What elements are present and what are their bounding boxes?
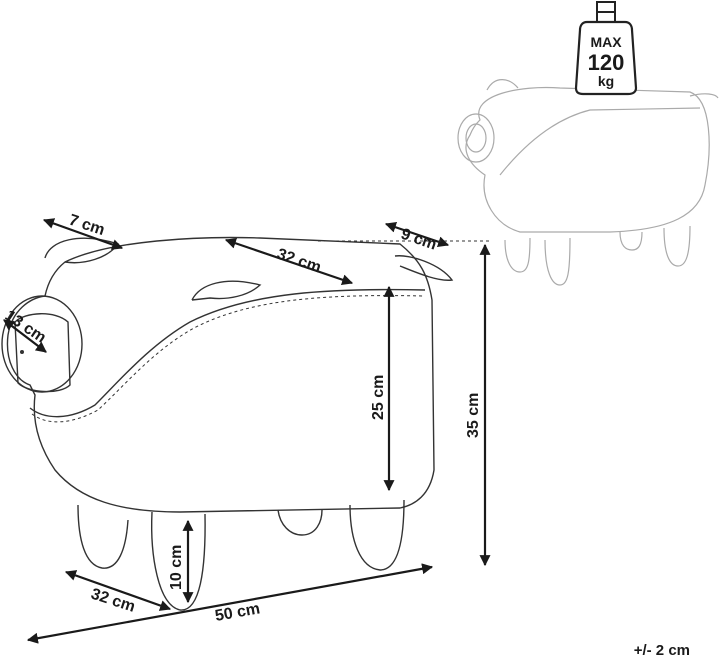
label-total-length: 50 cm bbox=[214, 600, 262, 625]
max-weight-badge: MAX 120 kg bbox=[574, 1, 638, 96]
dim-length-arrow bbox=[26, 563, 434, 644]
badge-unit-label: kg bbox=[598, 73, 614, 89]
label-leg-height: 10 cm bbox=[168, 545, 185, 590]
label-total-height: 35 cm bbox=[465, 393, 482, 438]
large-pig-illustration bbox=[1, 236, 454, 611]
tolerance-note: +/- 2 cm bbox=[633, 642, 690, 659]
dim-snout-arrow bbox=[3, 319, 47, 353]
small-pig-illustration bbox=[457, 79, 719, 286]
dim-top-arrow bbox=[224, 237, 354, 286]
label-top-length: 32 cm bbox=[275, 246, 323, 277]
label-body-height: 25 cm bbox=[370, 375, 387, 420]
dim-ear-arrow bbox=[42, 218, 124, 250]
label-depth: 32 cm bbox=[89, 586, 137, 616]
dimension-lines bbox=[3, 218, 491, 644]
label-tail-length: 9 cm bbox=[399, 226, 439, 254]
badge-max-label: MAX bbox=[590, 34, 622, 50]
dim-tail-arrow bbox=[384, 221, 450, 248]
badge-weight-value: 120 bbox=[588, 50, 625, 75]
